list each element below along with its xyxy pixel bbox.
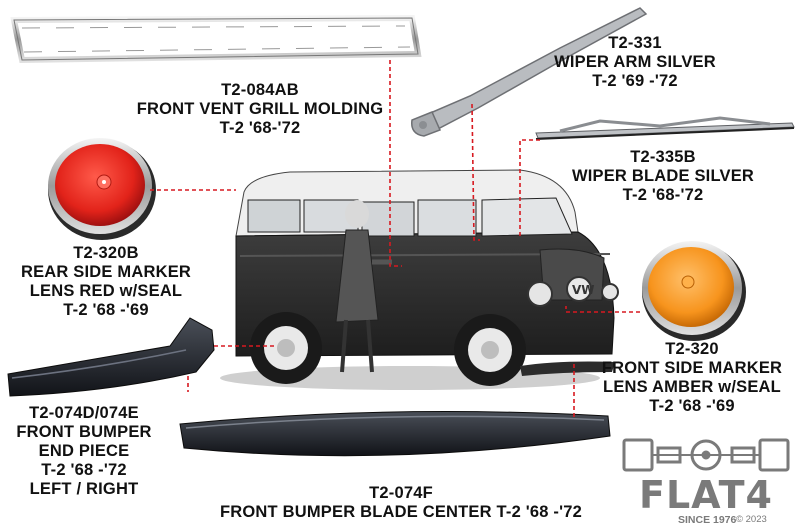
wiper-arm-label: T2-331 WIPER ARM SILVER T-2 '69 -'72 [530, 34, 740, 91]
rear-marker-description-1: REAR SIDE MARKER [20, 263, 192, 281]
bumper-end-part-number: T2-074D/074E [29, 404, 139, 422]
leader-front-marker [565, 306, 640, 313]
wiper-arm-fitment: T-2 '69 -'72 [592, 72, 678, 90]
vent-molding-label: T2-084AB FRONT VENT GRILL MOLDING T-2 '6… [110, 81, 410, 138]
brand-copyright: © 2023 [736, 514, 767, 525]
vent-molding-image [10, 14, 422, 64]
vent-description: FRONT VENT GRILL MOLDING [136, 100, 384, 118]
brand-since: SINCE 1976 [678, 514, 737, 526]
vent-fitment: T-2 '68-'72 [219, 119, 301, 137]
wiper-arm-part-number: T2-331 [608, 34, 662, 52]
bumper-end-side: LEFT / RIGHT [29, 480, 139, 498]
leader-lines [150, 60, 640, 420]
wiper-blade-description: WIPER BLADE SILVER [571, 167, 755, 185]
wiper-arm-description: WIPER ARM SILVER [554, 53, 716, 71]
bumper-end-description-1: FRONT BUMPER [16, 423, 152, 441]
vw-bus-image: VW [220, 169, 619, 390]
bumper-center-image [179, 411, 611, 457]
wiper-blade-image [535, 116, 795, 140]
rear-marker-part-number: T2-320B [73, 244, 139, 262]
front-marker-part-number: T2-320 [665, 340, 719, 358]
leader-wiper-arm [471, 103, 480, 241]
wiper-arm-image [411, 7, 648, 137]
red-marker-lens-image [48, 138, 156, 240]
bumper-center-part-number: T2-074F [369, 484, 433, 502]
bumper-center-description: FRONT BUMPER BLADE CENTER T-2 '68 -'72 [220, 503, 582, 521]
front-marker-description-2: LENS AMBER w/SEAL [603, 378, 781, 396]
bumper-end-image [7, 317, 215, 397]
rear-marker-label: T2-320B REAR SIDE MARKER LENS RED w/SEAL… [6, 244, 206, 320]
amber-marker-lens-image [642, 241, 746, 341]
leader-wiper-blade [519, 139, 540, 236]
front-marker-description-1: FRONT SIDE MARKER [601, 359, 783, 377]
bumper-end-label: T2-074D/074E FRONT BUMPER END PIECE T-2 … [4, 404, 164, 499]
svg-text:VW: VW [572, 283, 595, 297]
flat4-emblem-icon [622, 438, 790, 472]
bumper-center-label: T2-074F FRONT BUMPER BLADE CENTER T-2 '6… [186, 484, 616, 522]
front-marker-fitment: T-2 '68 -'69 [649, 397, 735, 415]
rear-marker-description-2: LENS RED w/SEAL [29, 282, 183, 300]
bumper-end-description-2: END PIECE [38, 442, 130, 460]
bumper-end-fitment: T-2 '68 -'72 [41, 461, 127, 479]
wiper-blade-part-number: T2-335B [630, 148, 696, 166]
front-marker-label: T2-320 FRONT SIDE MARKER LENS AMBER w/SE… [586, 340, 798, 416]
wiper-blade-label: T2-335B WIPER BLADE SILVER T-2 '68-'72 [548, 148, 778, 205]
wiper-blade-fitment: T-2 '68-'72 [622, 186, 704, 204]
vent-part-number: T2-084AB [221, 81, 299, 99]
brand-logo-text: FLAT4 [639, 473, 773, 517]
leader-vent [389, 60, 402, 267]
rear-marker-fitment: T-2 '68 -'69 [63, 301, 149, 319]
